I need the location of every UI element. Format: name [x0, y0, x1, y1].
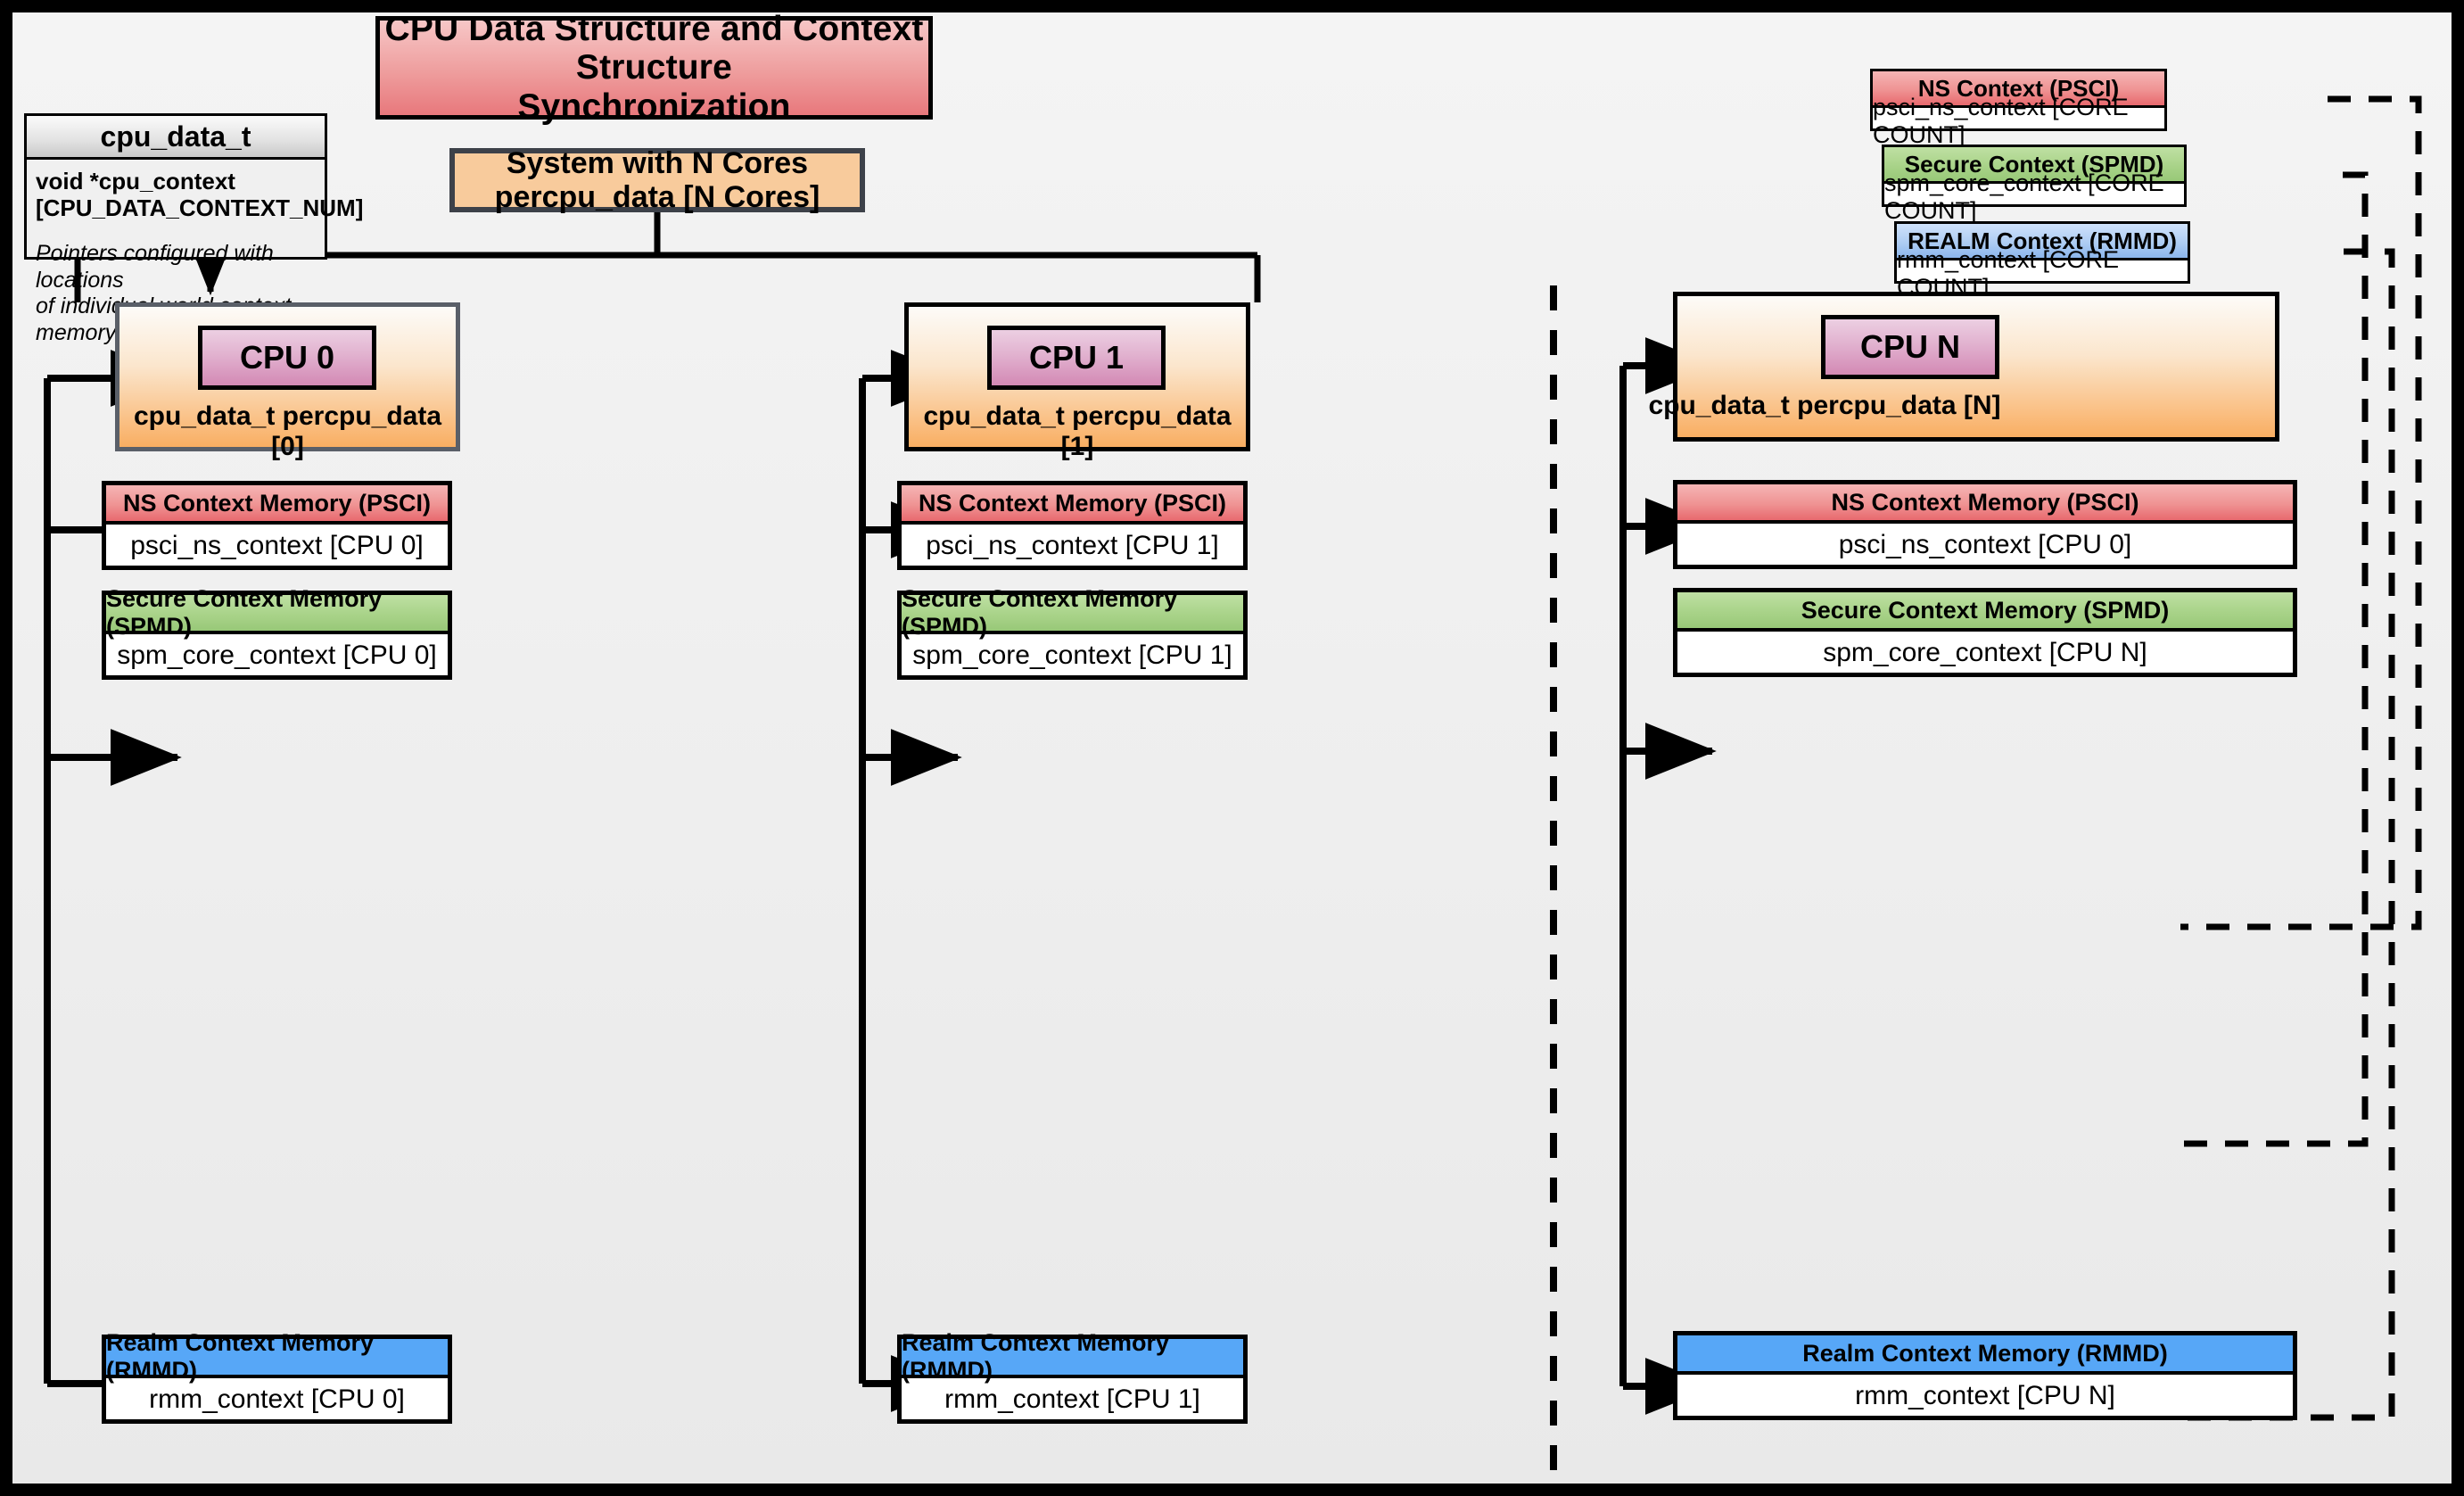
- cpun-ctx-realm-body: rmm_context [CPU N]: [1677, 1375, 2293, 1417]
- cpun-ctx-realm: Realm Context Memory (RMMD) rmm_context …: [1673, 1331, 2297, 1420]
- global-context-ns-header: NS Context (PSCI): [1873, 71, 2164, 108]
- cpun-ctx-realm-body-text: rmm_context [CPU N]: [1855, 1381, 2115, 1410]
- cpu1-ctx-realm-header-text: Realm Context Memory (RMMD): [902, 1329, 1170, 1384]
- cpu0-ctx-secure: Secure Context Memory (SPMD) spm_core_co…: [102, 585, 452, 680]
- cpu0-ctx-ns: NS Context Memory (PSCI) psci_ns_context…: [102, 481, 452, 570]
- cpun-ctx-realm-header-text: Realm Context Memory (RMMD): [1802, 1339, 2168, 1367]
- cpu-chip-n: CPU N: [1821, 315, 1999, 379]
- global-context-ns: NS Context (PSCI) psci_ns_context [CORE …: [1870, 69, 2167, 148]
- global-context-ns-body-text: psci_ns_context [CORE COUNT]: [1873, 93, 2129, 148]
- cpu0-ctx-secure-body-text: spm_core_context [CPU 0]: [117, 641, 437, 670]
- cpun-ctx-secure-body: spm_core_context [CPU N]: [1677, 632, 2293, 674]
- cpun-ctx-realm-header: Realm Context Memory (RMMD): [1677, 1335, 2293, 1375]
- global-context-realm: REALM Context (RMMD) rmm_context [CORE C…: [1894, 221, 2190, 301]
- cpu0-ctx-ns-header: NS Context Memory (PSCI): [106, 485, 448, 525]
- cpun-ctx-secure: Secure Context Memory (SPMD) spm_core_co…: [1673, 588, 2297, 677]
- cpu1-ctx-secure: Secure Context Memory (SPMD) spm_core_co…: [897, 585, 1248, 680]
- cpu1-ctx-ns-body-text: psci_ns_context [CPU 1]: [926, 531, 1219, 560]
- cpu-struct-label-1: cpu_data_t percpu_data [1]: [923, 401, 1232, 461]
- cpu0-ctx-realm-header-text: Realm Context Memory (RMMD): [106, 1329, 375, 1384]
- global-context-secure-body-text: spm_core_context [CORE COUNT]: [1884, 169, 2164, 224]
- cpu1-ctx-ns-header-text: NS Context Memory (PSCI): [918, 489, 1227, 517]
- cpu1-ctx-realm: Realm Context Memory (RMMD) rmm_context …: [897, 1329, 1248, 1424]
- global-context-realm-header-text: REALM Context (RMMD): [1908, 227, 2177, 254]
- cpun-ctx-secure-header: Secure Context Memory (SPMD): [1677, 592, 2293, 632]
- cpu-chip-1-text: CPU 1: [1028, 339, 1125, 376]
- diagram-title: CPU Data Structure and Context Structure…: [375, 10, 933, 126]
- cpun-ctx-ns-body-text: psci_ns_context [CPU 0]: [1838, 530, 2132, 559]
- cpun-ctx-secure-body-text: spm_core_context [CPU N]: [1823, 638, 2147, 667]
- global-context-realm-body: rmm_context [CORE COUNT]: [1897, 246, 2188, 301]
- cpu-chip-0: CPU 0: [198, 326, 376, 390]
- cpu0-ctx-realm-body-text: rmm_context [CPU 0]: [149, 1384, 405, 1414]
- cpu-struct-label-n: cpu_data_t percpu_data [N]: [1648, 391, 2001, 420]
- cpu-struct-label-0: cpu_data_t percpu_data [0]: [133, 401, 442, 461]
- system-n-cores-label: System with N Cores percpu_data [N Cores…: [494, 145, 820, 214]
- cpun-ctx-ns-header-text: NS Context Memory (PSCI): [1831, 488, 2139, 516]
- cpun-ctx-ns-body: psci_ns_context [CPU 0]: [1677, 524, 2293, 566]
- diagram-title-text: CPU Data Structure and Context Structure…: [384, 9, 924, 126]
- cpu-chip-1: CPU 1: [987, 326, 1166, 390]
- cpu1-ctx-secure-header-text: Secure Context Memory (SPMD): [902, 585, 1178, 640]
- cpu-data-t-header-text: cpu_data_t: [100, 120, 251, 153]
- cpu1-ctx-realm-body: rmm_context [CPU 1]: [902, 1378, 1243, 1421]
- cpu-chip-n-text: CPU N: [1859, 328, 1960, 365]
- cpu0-ctx-realm-body: rmm_context [CPU 0]: [106, 1378, 448, 1421]
- cpu1-ctx-secure-body-text: spm_core_context [CPU 1]: [912, 641, 1232, 670]
- global-context-secure-header-text: Secure Context (SPMD): [1904, 150, 2164, 178]
- global-context-secure: Secure Context (SPMD) spm_core_context […: [1882, 145, 2187, 224]
- cpu1-ctx-ns-body: psci_ns_context [CPU 1]: [902, 525, 1243, 567]
- cpu1-ctx-realm-body-text: rmm_context [CPU 1]: [944, 1384, 1200, 1414]
- diagram-surface: CPU Data Structure and Context Structure…: [12, 10, 2452, 1484]
- system-n-cores-box: System with N Cores percpu_data [N Cores…: [449, 145, 865, 214]
- global-context-secure-body: spm_core_context [CORE COUNT]: [1884, 169, 2184, 224]
- global-context-ns-body: psci_ns_context [CORE COUNT]: [1873, 94, 2164, 148]
- cpu1-ctx-ns: NS Context Memory (PSCI) psci_ns_context…: [897, 481, 1248, 570]
- cpu-data-t-struct: cpu_data_t void *cpu_context [CPU_DATA_C…: [24, 113, 364, 345]
- cpu0-ctx-realm: Realm Context Memory (RMMD) rmm_context …: [102, 1329, 452, 1424]
- cpu-block-n: CPU N cpu_data_t percpu_data [N]: [1648, 292, 2279, 442]
- cpu1-ctx-secure-header: Secure Context Memory (SPMD): [902, 585, 1243, 640]
- cpu-chip-0-text: CPU 0: [239, 339, 335, 376]
- global-context-ns-header-text: NS Context (PSCI): [1917, 74, 2120, 102]
- cpu0-ctx-secure-header: Secure Context Memory (SPMD): [106, 585, 448, 640]
- cpu-block-0: CPU 0 cpu_data_t percpu_data [0]: [115, 302, 460, 461]
- global-context-realm-header: REALM Context (RMMD): [1897, 224, 2188, 260]
- cpu0-ctx-ns-header-text: NS Context Memory (PSCI): [122, 489, 432, 517]
- cpu0-ctx-secure-body: spm_core_context [CPU 0]: [106, 634, 448, 677]
- cpun-ctx-secure-header-text: Secure Context Memory (SPMD): [1801, 596, 2170, 624]
- global-context-secure-header: Secure Context (SPMD): [1884, 147, 2184, 184]
- cpu0-ctx-realm-header: Realm Context Memory (RMMD): [106, 1329, 448, 1384]
- cpun-ctx-ns: NS Context Memory (PSCI) psci_ns_context…: [1673, 480, 2297, 569]
- cpu0-ctx-ns-body-text: psci_ns_context [CPU 0]: [130, 531, 424, 560]
- cpu0-ctx-secure-header-text: Secure Context Memory (SPMD): [106, 585, 383, 640]
- cpu1-ctx-realm-header: Realm Context Memory (RMMD): [902, 1329, 1243, 1384]
- cpu-block-1: CPU 1 cpu_data_t percpu_data [1]: [904, 302, 1250, 461]
- cpu-data-t-header: cpu_data_t: [27, 116, 325, 160]
- cpu1-ctx-ns-header: NS Context Memory (PSCI): [902, 485, 1243, 525]
- cpu1-ctx-secure-body: spm_core_context [CPU 1]: [902, 634, 1243, 677]
- cpun-ctx-ns-header: NS Context Memory (PSCI): [1677, 484, 2293, 524]
- cpu-context-field: void *cpu_context [CPU_DATA_CONTEXT_NUM]: [36, 168, 364, 222]
- cpu0-ctx-ns-body: psci_ns_context [CPU 0]: [106, 525, 448, 567]
